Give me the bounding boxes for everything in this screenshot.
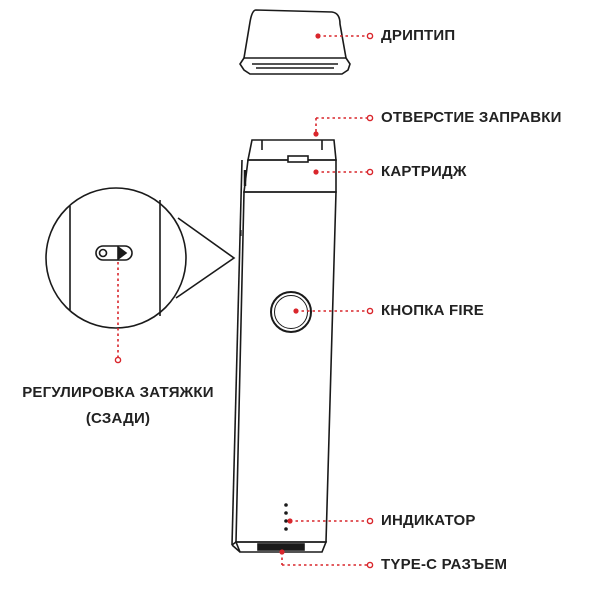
fire-button-shape xyxy=(270,291,312,333)
label-cartridge: КАРТРИДЖ xyxy=(381,163,467,180)
leader-dots xyxy=(279,33,321,555)
driptip-part xyxy=(239,9,351,75)
airflow-zoom-callout xyxy=(45,187,236,329)
label-airflow-line2: (СЗАДИ) xyxy=(85,410,151,427)
label-typec-port: TYPE-C РАЗЪЕМ xyxy=(381,556,508,573)
label-fire-button: КНОПКА FIRE xyxy=(381,302,484,319)
label-indicator: ИНДИКАТОР xyxy=(381,512,476,529)
leader-end-rings xyxy=(114,32,374,569)
label-driptip: ДРИПТИП xyxy=(381,27,456,44)
label-fill-hole: ОТВЕРСТИЕ ЗАПРАВКИ xyxy=(381,109,562,126)
device-body xyxy=(231,139,337,553)
indicator-dots xyxy=(284,503,288,531)
label-airflow-line1: РЕГУЛИРОВКА ЗАТЯЖКИ xyxy=(22,384,214,401)
